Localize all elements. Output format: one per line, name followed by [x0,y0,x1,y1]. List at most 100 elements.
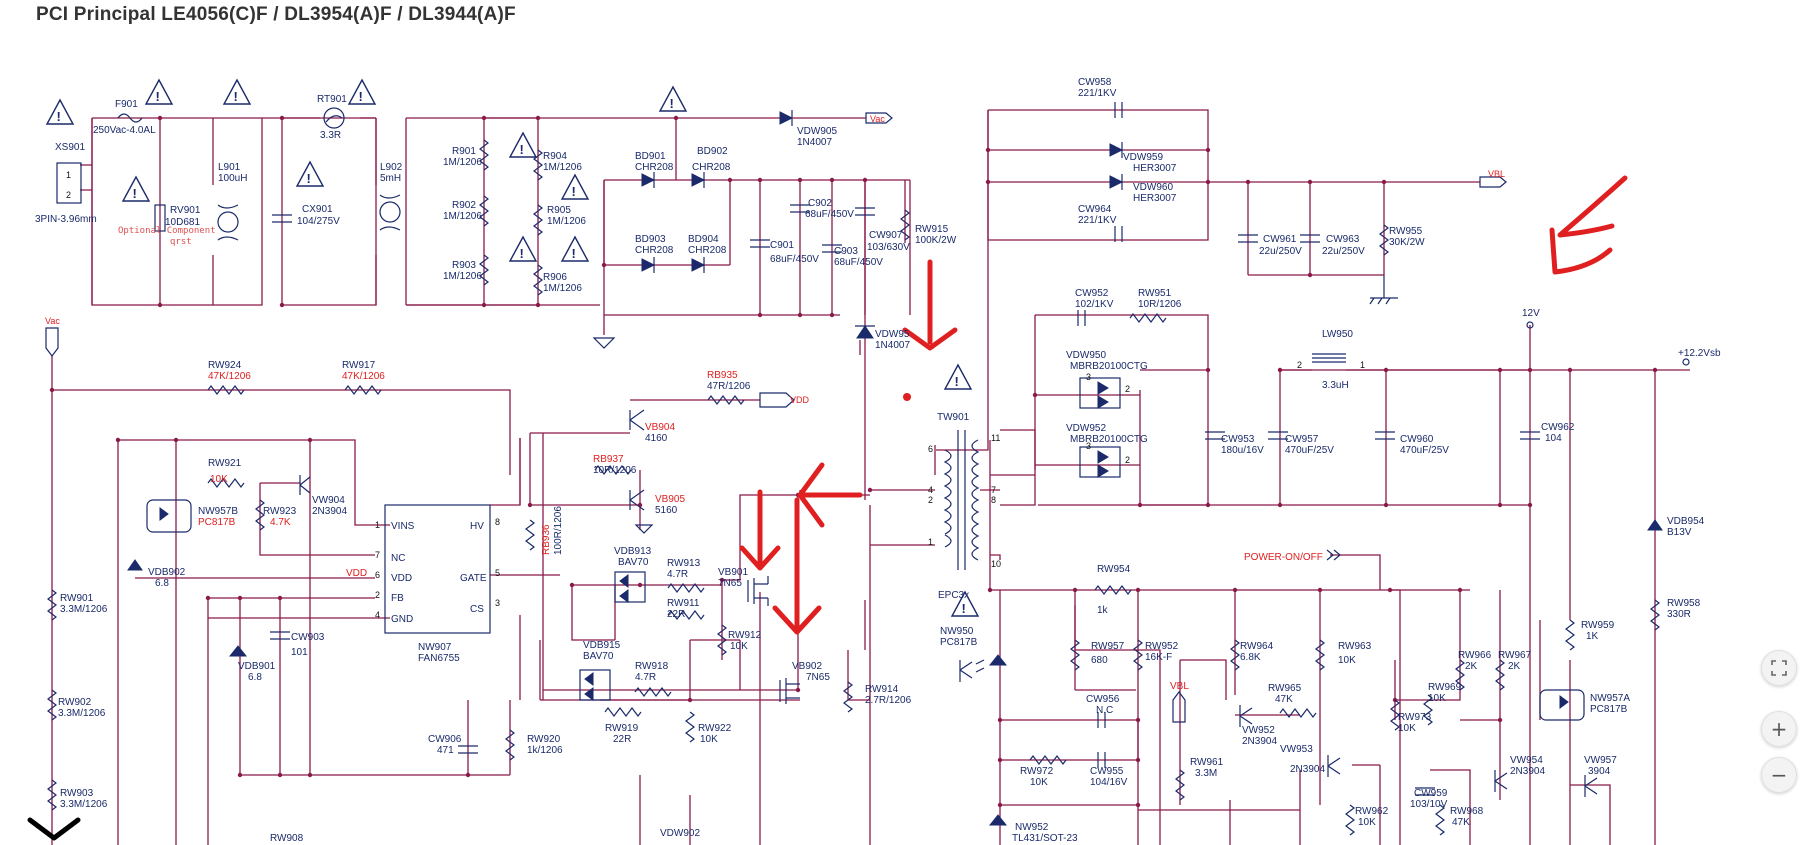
capacitor-symbol [270,631,290,640]
capacitor-symbol [1077,310,1086,326]
label: R901 [452,146,476,157]
label: C902 [808,198,832,209]
label: 10R/1206 [1138,299,1182,310]
label: C901 [770,240,794,251]
label: 16K-F [1145,652,1172,663]
label: 47K/1206 [342,371,385,382]
warning-icon: ! [144,78,174,105]
resistor-symbol [604,707,642,717]
label: 100uH [218,173,247,184]
pin-label: 5 [495,568,500,578]
net-label: +12.2Vsb [1678,348,1721,359]
test-point [1682,358,1690,366]
svg-text:!: ! [670,96,674,111]
diode-symbol [641,258,656,272]
label: RW921 [208,458,242,469]
resistor-symbol [1379,224,1389,256]
label: NW907 [418,642,452,653]
warning-icons: ! ! ! ! ! ! ! ! ! ! ! ! ! [45,78,980,617]
resistor-symbol [505,729,515,761]
label: LW950 [1322,329,1353,340]
label: 2.7R/1206 [865,695,912,706]
label: 470uF/25V [1400,445,1449,456]
pin-label: 4 [375,610,380,620]
label: RW922 [698,723,732,734]
label: BD903 [635,234,666,245]
chassis-ground [1369,275,1398,305]
ic-pin-label: VINS [391,521,415,532]
label: CHR208 [688,245,727,256]
net-label: Vac [870,114,885,124]
capacitor-symbol [1375,431,1395,440]
svg-text:!: ! [234,89,238,104]
svg-text:!: ! [133,186,137,201]
label: 7N65 [718,578,742,589]
ic-fan6755 [384,504,491,634]
pin-label: 2 [375,590,380,600]
label: PC817B [940,637,978,648]
label: 10K [1338,655,1356,666]
label: 3904 [1588,766,1611,777]
transistor-symbol [299,475,311,495]
red-annotations [27,175,1628,841]
label: CW960 [1400,434,1434,445]
label: 1M/1206 [443,157,482,168]
label: 101 [291,647,308,658]
label: RW914 [865,684,899,695]
label: VB905 [655,494,685,505]
zener-diode-symbol [1647,519,1663,531]
red-arrow-left [797,462,863,528]
label: 10K [210,474,228,485]
label: NW957A [1590,693,1630,704]
label: 10K [1358,817,1376,828]
diode-symbol [641,173,656,187]
transistor-symbol [1327,755,1341,777]
label: 2N3904 [1510,766,1545,777]
junction-dots [49,115,1658,808]
label: 3.3R [320,130,341,141]
label: 1M/1206 [547,216,586,227]
pin-label: 1 [1360,360,1365,370]
mosfet-symbol [779,678,800,704]
label: 1N4007 [875,340,910,351]
label: RW924 [208,360,242,371]
zoom-in-button[interactable]: + [1761,711,1797,747]
label: 470uF/25V [1285,445,1334,456]
svg-text:!: ! [520,246,524,261]
zener-diode-symbol [228,645,248,657]
pin-label: 1 [375,520,380,530]
diode-symbol [856,325,874,339]
capacitor-symbol [1520,431,1540,440]
resistor-symbol [900,209,910,241]
red-arrow-down [772,497,822,635]
zoom-out-button[interactable]: − [1761,757,1797,793]
label: VDW960 [1133,182,1173,193]
resistor-symbol [717,624,727,656]
ic-pin-label: GATE [460,573,487,584]
label: NW952 [1015,822,1049,833]
resistor-symbol [479,195,489,227]
warning-icon: ! [560,235,590,262]
resistor-symbol [525,519,535,551]
resistor-symbol [1565,619,1575,651]
label: RW968 [1450,806,1484,817]
net-flag [45,327,59,357]
warning-icon: ! [508,235,538,262]
label: RW954 [1097,564,1131,575]
label: 2K [1508,661,1521,672]
label: 2N3904 [312,506,347,517]
fit-screen-button[interactable] [1761,650,1797,686]
resistor-symbol [479,254,489,286]
label: HER3007 [1133,163,1177,174]
label: 5160 [655,505,678,516]
label: B13V [1667,527,1692,538]
label: R903 [452,260,476,271]
svg-text:!: ! [572,246,576,261]
resistor-symbol [634,687,672,697]
resistor-symbol [255,499,265,531]
label: 10K [1030,777,1048,788]
label: HER3007 [1133,193,1177,204]
label: L902 [380,162,403,173]
red-dot-annotation [903,393,911,401]
net-flag [1479,176,1507,188]
